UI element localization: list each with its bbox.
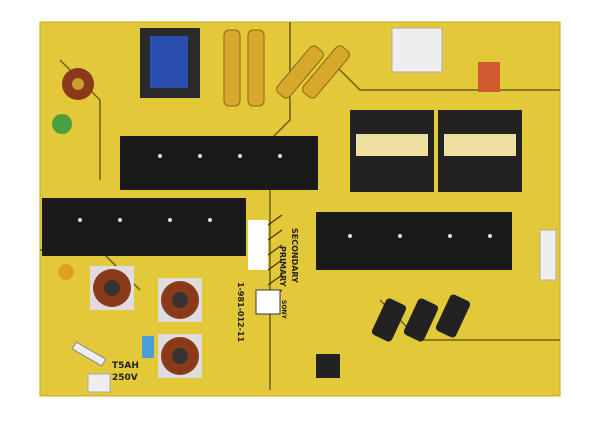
electrolytic-capacitors (223, 29, 350, 107)
relay (391, 27, 443, 73)
fuse-voltage-label: 250V (112, 373, 138, 383)
qr-label (255, 289, 281, 315)
secondary-label: SECONDARY (290, 228, 299, 283)
fuse (71, 341, 107, 367)
film-capacitor (478, 62, 500, 92)
x-capacitor (58, 264, 74, 280)
part-number-label: 1-981-012-11 (236, 282, 245, 342)
connector-right (539, 229, 557, 281)
inductor-small (316, 354, 340, 378)
fuse-rating-label: T5AH (112, 361, 139, 371)
transformer-right-label (444, 134, 516, 156)
ac-input-connector (87, 373, 111, 393)
y-capacitor (142, 336, 154, 358)
heatsink-top-left (120, 136, 318, 190)
varistor (52, 114, 72, 134)
toroid-inductors (62, 68, 202, 378)
brand-label: SONY (280, 300, 287, 319)
heatsink-left (42, 198, 246, 256)
transformer-tape (150, 36, 188, 88)
heatsink-right (316, 212, 512, 270)
rating-sticker (248, 220, 268, 270)
secondary-capacitors (371, 294, 471, 342)
transformer-left-label (356, 134, 428, 156)
primary-label: PRIMARY (278, 246, 287, 287)
heatsink-screws (78, 154, 492, 238)
